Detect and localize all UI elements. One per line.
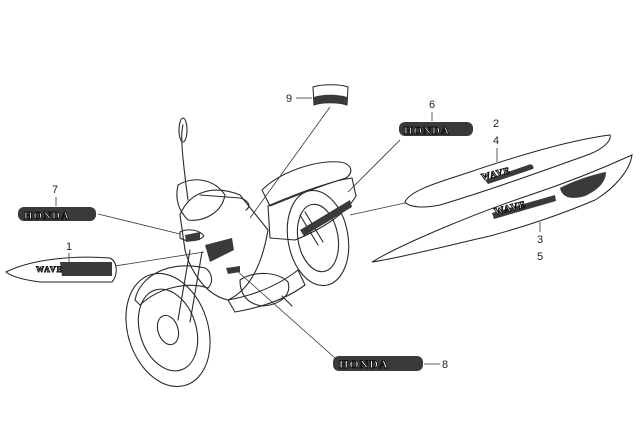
seat [261, 161, 352, 207]
front-cowl [176, 179, 226, 221]
callout-1: 1 [66, 241, 72, 253]
headlight [179, 229, 205, 242]
cowl-decal [185, 232, 200, 242]
front-wheel [125, 272, 211, 388]
callout-5: 5 [537, 251, 543, 263]
leader-1-bike [114, 251, 205, 267]
honda-logo-text-8: HONDA [339, 357, 389, 371]
part-9-emblem[interactable]: 9 [249, 84, 349, 219]
handlebar [199, 194, 250, 211]
foot-peg [281, 295, 293, 307]
part-7-honda-logo[interactable]: HONDA 7 [18, 184, 181, 235]
leader-7-bike [97, 213, 181, 235]
callout-7: 7 [52, 184, 58, 196]
leader-6-bike [347, 139, 401, 193]
callout-9: 9 [286, 93, 292, 105]
honda-logo-text-6: HONDA [404, 125, 450, 137]
mirror [178, 117, 188, 143]
part-8-honda-logo[interactable]: HONDA 8 [235, 269, 448, 371]
callout-8: 8 [442, 359, 448, 371]
shield-decal [205, 238, 234, 262]
floor-frame [227, 269, 306, 313]
mirror-stalk [181, 124, 189, 201]
leader-9-bike [249, 106, 331, 219]
part-6-honda-logo[interactable]: HONDA 6 [347, 99, 473, 193]
part-3-5-lower-stripe[interactable]: WAVE 3 5 [371, 154, 633, 263]
callout-2: 2 [493, 118, 499, 130]
body-decal-stripe [300, 200, 352, 236]
front-fender [134, 265, 213, 306]
callout-4: 4 [493, 135, 499, 147]
rear-body [267, 177, 357, 241]
part-2-4-upper-stripe[interactable]: WAVE 2 4 [349, 118, 611, 216]
motorcycle-drawing [125, 117, 357, 388]
honda-logo-text-7: HONDA [24, 210, 70, 222]
engine [239, 272, 290, 307]
leader-2-4-bike [349, 202, 406, 216]
lower-decal [226, 266, 240, 274]
wave-logo-text-front: WAVE [36, 265, 63, 274]
leader-8-bike [235, 269, 336, 359]
front-fork [177, 249, 203, 323]
part-1-front-decal[interactable]: WAVE 1 [5, 241, 205, 283]
callout-6: 6 [429, 99, 435, 111]
callout-3: 3 [537, 234, 543, 246]
